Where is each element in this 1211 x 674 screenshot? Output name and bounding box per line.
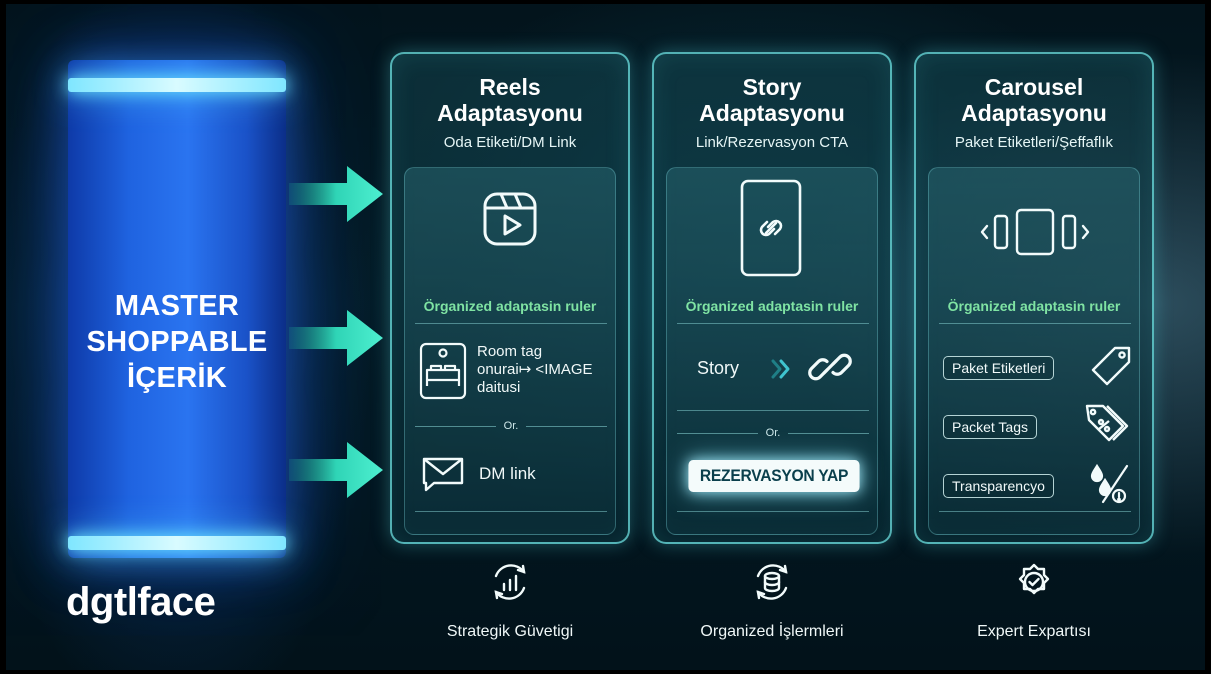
database-sync-icon	[652, 560, 892, 609]
feature-strategic: Strategik Güvetigi	[390, 560, 630, 641]
panel-subtitle: Link/Rezervasyon CTA	[695, 134, 849, 151]
panel-subtitle: Oda Etiketi/DM Link	[443, 134, 577, 151]
or-divider: Or.	[415, 419, 608, 433]
divider	[677, 323, 869, 324]
pillar-title-line: İÇERİK	[126, 362, 228, 394]
packet-tags-chip[interactable]: Packet Tags	[943, 415, 1038, 439]
reservation-cta-button[interactable]: REZERVASYON YAP	[688, 460, 860, 492]
carousel-icon	[979, 206, 1091, 263]
panel-reels: Reels Adaptasyonu Oda Etiketi/DM Link Ör…	[390, 52, 630, 544]
or-divider: Or.	[677, 426, 870, 440]
infographic-canvas: MASTER SHOPPABLE İÇERİK dgtlface Reels A…	[6, 4, 1205, 670]
panel-title: Reels Adaptasyonu	[392, 74, 628, 126]
feature-label: Strategik Güvetigi	[446, 623, 574, 640]
room-tag-line: Room tag	[477, 343, 543, 360]
feature-label: Expert Expartısı	[977, 623, 1091, 640]
ruler-label: Örganized adaptasin ruler	[685, 298, 859, 314]
divider	[939, 323, 1131, 324]
room-tag-line: onurai↦ <IMAGE	[477, 361, 593, 378]
feature-expert: Expert Expartısı	[914, 560, 1154, 641]
panel-subtitle: Paket Etiketleri/Şeffaflık	[954, 134, 1114, 151]
pillar-bottom-ring	[68, 536, 286, 550]
pillar-top-ring	[68, 78, 286, 92]
divider	[415, 511, 607, 512]
gear-check-icon	[914, 560, 1154, 609]
panel-title: Carousel Adaptasyonu	[916, 74, 1152, 126]
growth-chart-icon	[390, 560, 630, 609]
panel-story: Story Adaptasyonu Link/Rezervasyon CTA Ö…	[652, 52, 892, 544]
panel-title-line: Adaptasyonu	[961, 100, 1107, 126]
arrow-right-icon	[289, 310, 383, 366]
pillar-title-line: MASTER	[114, 290, 240, 322]
pillar-title: MASTER SHOPPABLE İÇERİK	[68, 288, 286, 396]
or-label: Or.	[503, 420, 519, 432]
package-tags-chip[interactable]: Paket Etiketleri	[943, 356, 1055, 380]
feature-label: Organized İşlermleri	[700, 623, 844, 640]
ruler-label: Örganized adaptasin ruler	[423, 298, 597, 314]
brand-logo: dgtlface	[66, 580, 216, 624]
panel-body: Örganized adaptasin ruler Story Or.	[666, 167, 878, 535]
dm-link-label[interactable]: DM link	[479, 464, 536, 483]
or-label: Or.	[765, 427, 781, 439]
arrow-right-icon	[289, 166, 383, 222]
envelope-icon	[421, 455, 465, 498]
divider	[677, 410, 869, 411]
room-tag-text: Room tag onurai↦ <IMAGE daitusi	[477, 343, 593, 397]
panel-title-line: Adaptasyonu	[699, 100, 845, 126]
panel-body: Örganized adaptasin ruler Room tag onura…	[404, 167, 616, 535]
bed-icon	[419, 342, 467, 405]
panel-title-line: Story	[742, 74, 802, 100]
price-tag-icon	[1089, 344, 1135, 395]
reels-icon	[481, 190, 539, 253]
link-icon	[807, 344, 853, 395]
feature-organized: Organized İşlermleri	[652, 560, 892, 641]
panel-carousel: Carousel Adaptasyonu Paket Etiketleri/Şe…	[914, 52, 1154, 544]
panel-title-line: Carousel	[984, 74, 1084, 100]
transparency-chip[interactable]: Transparencyo	[943, 474, 1054, 498]
panel-title-line: Reels	[479, 74, 541, 100]
percent-tags-icon	[1081, 402, 1133, 453]
room-tag-line: daitusi	[477, 379, 521, 396]
arrow-right-icon	[289, 442, 383, 498]
phone-link-icon	[739, 178, 803, 283]
drops-percent-icon	[1089, 462, 1133, 513]
story-label: Story	[697, 358, 740, 378]
divider	[677, 511, 869, 512]
divider	[939, 511, 1131, 512]
panel-body: Örganized adaptasin ruler Paket Etiketle…	[928, 167, 1140, 535]
ruler-label: Örganized adaptasin ruler	[947, 298, 1121, 314]
panel-title: Story Adaptasyonu	[654, 74, 890, 126]
panel-title-line: Adaptasyonu	[437, 100, 583, 126]
chevrons-right-icon	[769, 356, 795, 387]
master-pillar: MASTER SHOPPABLE İÇERİK	[68, 60, 286, 558]
divider	[415, 323, 607, 324]
pillar-title-line: SHOPPABLE	[86, 326, 268, 358]
